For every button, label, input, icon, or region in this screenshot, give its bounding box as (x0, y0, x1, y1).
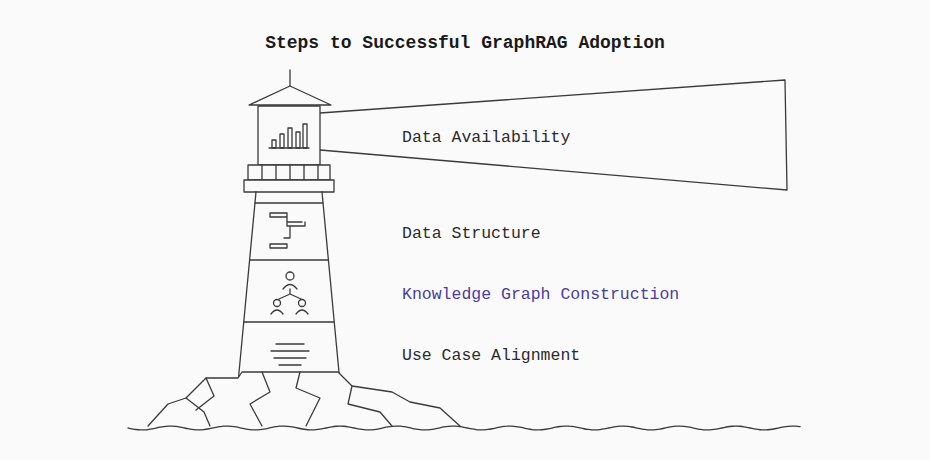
lantern-room (258, 106, 320, 165)
chart-bar (296, 132, 300, 148)
roof (249, 86, 331, 105)
step-label: Data Availability (402, 128, 570, 147)
water (128, 426, 800, 430)
step-label: Use Case Alignment (402, 346, 580, 365)
person-icon (286, 272, 294, 280)
lines-icon (271, 344, 309, 365)
tower-bands (244, 203, 335, 322)
chart-bar (303, 124, 307, 148)
structure-icon (270, 213, 305, 248)
chart-bar (280, 134, 284, 148)
chart-bar (288, 128, 292, 148)
chart-bar (272, 140, 276, 148)
gallery-railing (248, 165, 330, 180)
step-label: Knowledge Graph Construction (402, 285, 679, 304)
step-label: Data Structure (402, 224, 541, 243)
gallery-deck (244, 180, 334, 192)
person-icon (296, 310, 308, 314)
tower-walls (238, 192, 340, 383)
railing-posts (262, 165, 318, 180)
antenna (289, 70, 290, 87)
diagram-title: Steps to Successful GraphRAG Adoption (0, 33, 930, 53)
person-icon (299, 300, 306, 307)
person-icon (274, 300, 281, 307)
rocks (148, 372, 460, 426)
person-icon (271, 310, 283, 314)
hierarchy-icon (279, 285, 301, 300)
rock-cracks (186, 372, 392, 426)
light-beam (320, 80, 787, 190)
